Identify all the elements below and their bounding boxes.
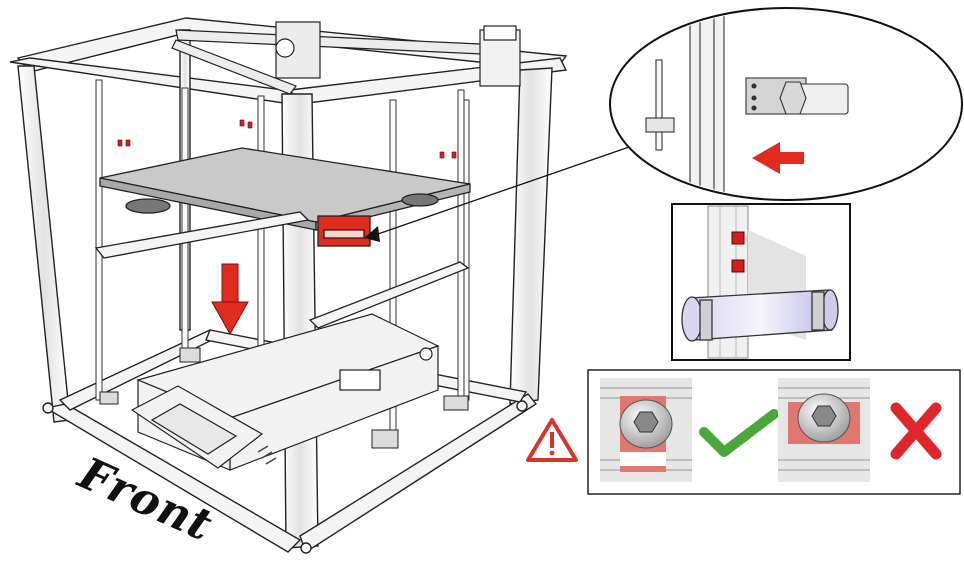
bed-support-arm — [94, 211, 310, 259]
red-left-arrow-icon — [752, 142, 804, 174]
foot — [300, 542, 312, 554]
bolt — [125, 139, 131, 147]
foot — [516, 400, 528, 412]
vertical-extrusion — [689, 10, 725, 198]
power-switch — [419, 347, 433, 361]
z-rod — [95, 79, 103, 401]
screw-mount — [99, 391, 119, 405]
bed-spring — [401, 193, 439, 207]
bed-spring — [125, 198, 171, 214]
vent-slots — [257, 445, 277, 465]
cross-icon — [890, 402, 942, 460]
warning-triangle-icon — [526, 418, 578, 462]
collar-detail — [645, 117, 675, 133]
screw-mount — [443, 395, 469, 411]
screw-mounts — [99, 347, 469, 449]
tnut-correct-example — [600, 378, 692, 482]
z-rod — [457, 89, 465, 411]
bracket-hole — [751, 95, 757, 101]
bottom-frame-left-rail — [44, 403, 302, 553]
bolt — [439, 151, 445, 159]
z-rod — [181, 87, 189, 359]
bracket-hole — [751, 105, 757, 111]
bed-support-arm — [308, 261, 470, 329]
rod-detail — [655, 59, 663, 151]
detail-callout-circle — [609, 7, 963, 201]
check-icon — [699, 409, 779, 457]
red-down-arrow-icon — [211, 263, 249, 336]
bolt — [247, 121, 253, 129]
bolt — [451, 151, 457, 159]
bracket-hole — [751, 83, 757, 89]
callout-leader-line — [364, 145, 633, 242]
port-panel — [339, 369, 381, 391]
tnut-orientation-panel — [587, 369, 961, 495]
z-rod — [463, 99, 470, 401]
tnut-incorrect-example — [778, 378, 870, 482]
screw-mount — [371, 429, 399, 449]
bolt — [731, 231, 745, 245]
bolt — [239, 119, 245, 127]
post-right-front — [509, 67, 553, 405]
bearing-detail-box — [671, 203, 851, 361]
electronics-box — [130, 313, 440, 471]
bearing-end — [779, 81, 807, 115]
bolt — [731, 259, 745, 273]
gantry — [171, 21, 521, 95]
foot — [42, 402, 54, 414]
post-left-front — [17, 65, 71, 423]
stepper-motor-top — [483, 25, 517, 41]
fan — [275, 38, 295, 58]
linear-bearing — [681, 289, 839, 342]
bolt — [117, 139, 123, 147]
gantry-rail — [171, 39, 297, 95]
z-rods — [95, 79, 470, 431]
lcd-screen — [150, 403, 238, 455]
heated-bed — [94, 147, 471, 329]
screw-mount — [179, 347, 201, 363]
bed-bracket-rod — [323, 229, 365, 239]
